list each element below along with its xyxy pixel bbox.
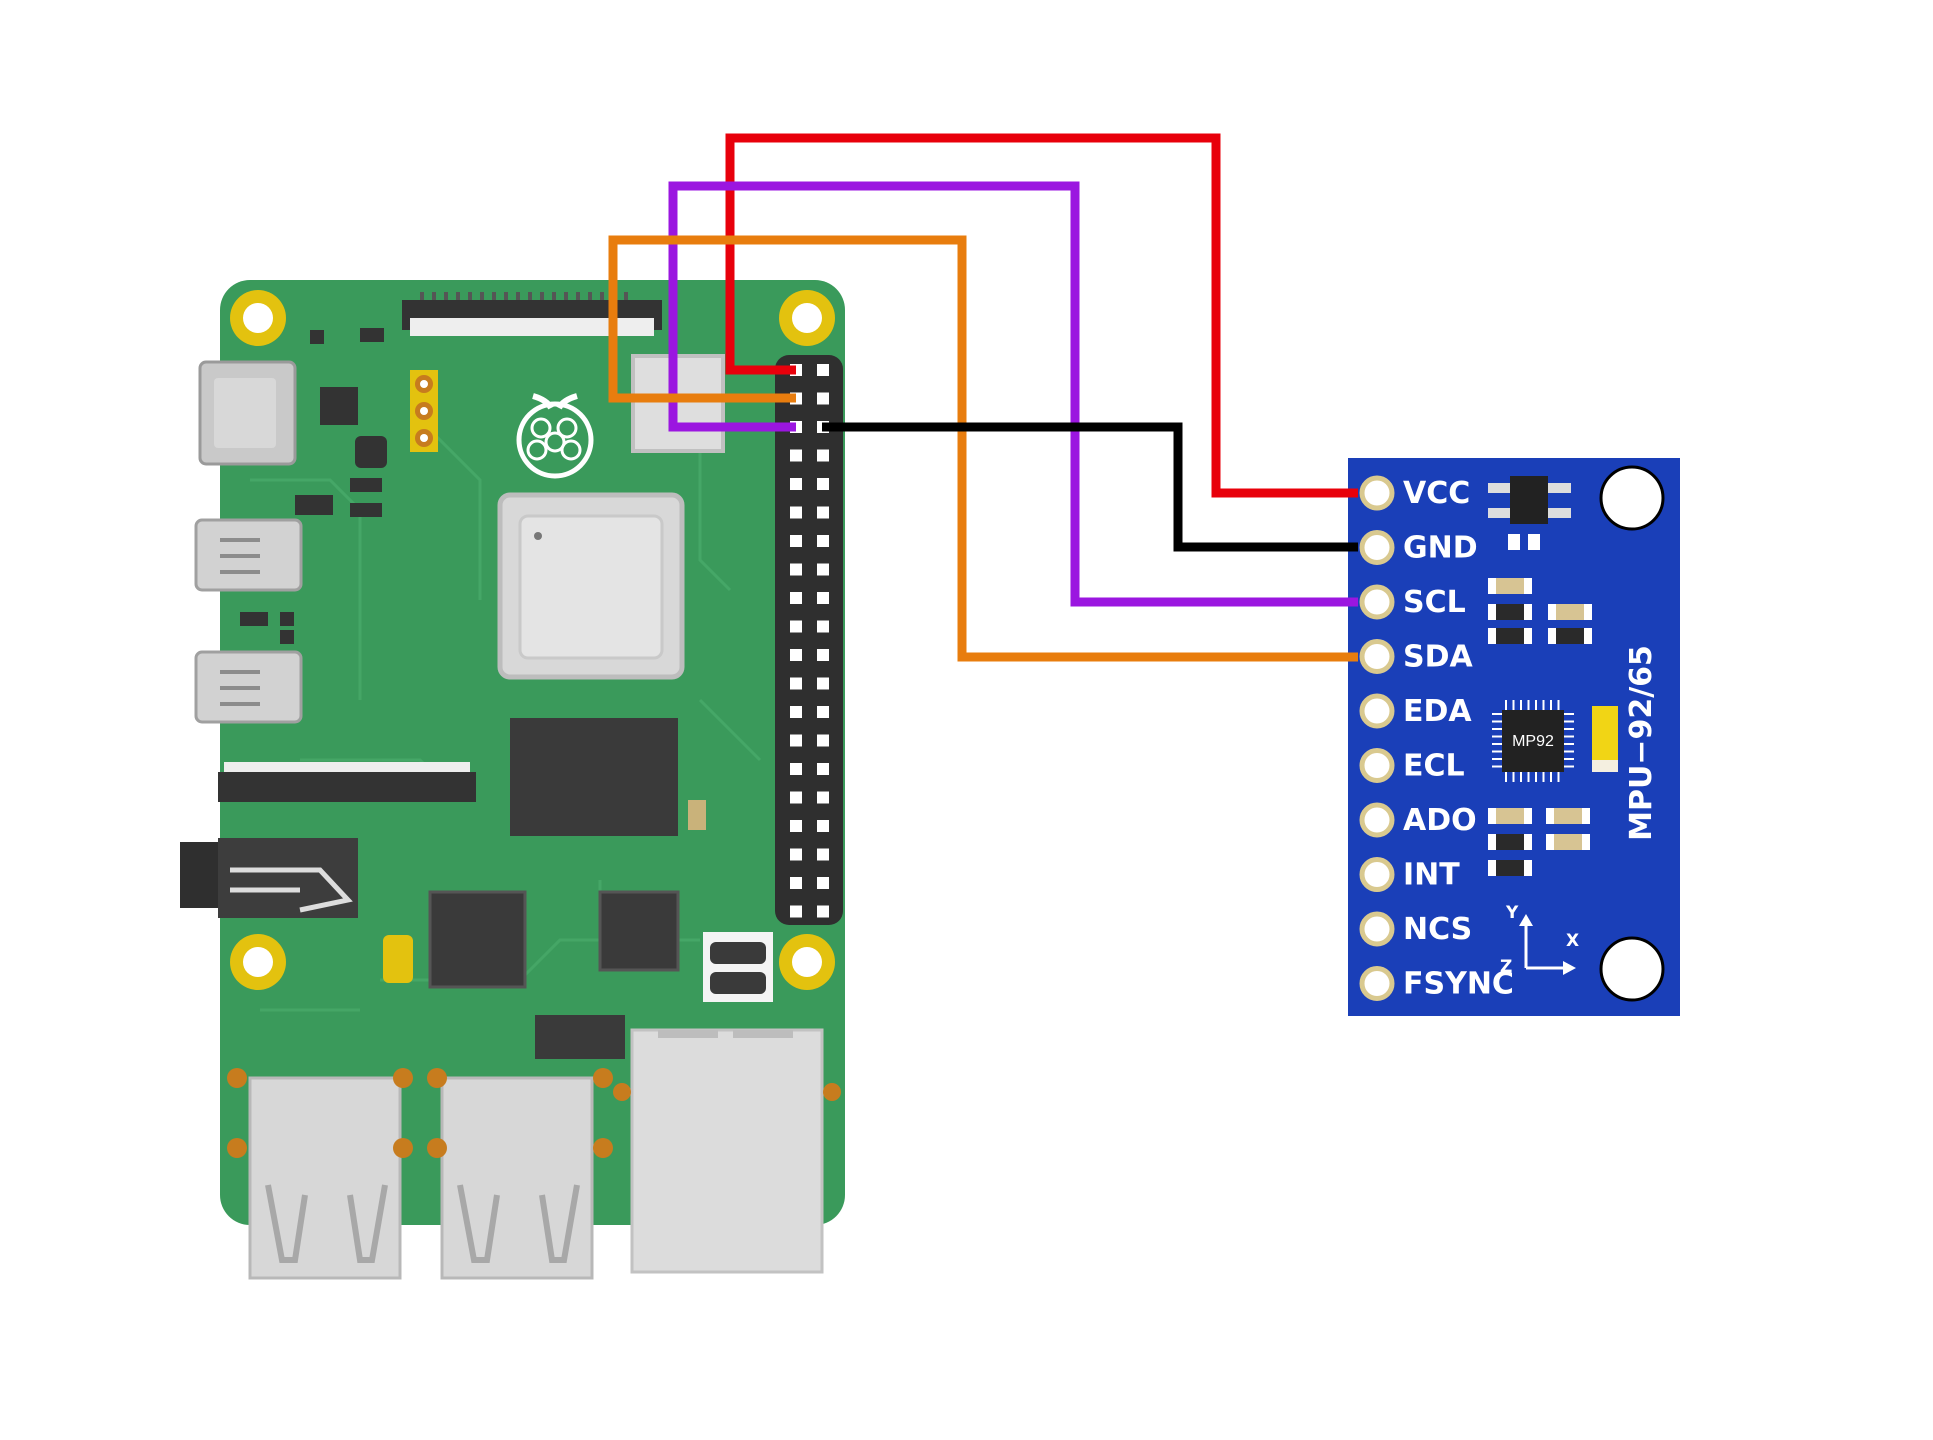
pin-vcc bbox=[1359, 475, 1395, 511]
mpu-mount-hole-top bbox=[1599, 465, 1665, 531]
gpio-pin bbox=[790, 478, 802, 490]
usb-port-1 bbox=[248, 1076, 402, 1280]
pin-ado bbox=[1359, 802, 1395, 838]
gpio-pin bbox=[817, 535, 829, 547]
gpio-pin bbox=[817, 763, 829, 775]
usb-port-2 bbox=[440, 1076, 594, 1280]
pin-scl bbox=[1359, 584, 1395, 620]
camera-connector bbox=[218, 762, 476, 802]
gpio-pin bbox=[817, 791, 829, 804]
gpio-pin bbox=[817, 620, 829, 633]
gpio-pin bbox=[817, 820, 829, 832]
pin-label-int: INT bbox=[1403, 858, 1460, 893]
pin-sda bbox=[1359, 639, 1395, 674]
gpio-pin bbox=[790, 563, 802, 576]
gpio-pin bbox=[790, 592, 802, 604]
smd-components bbox=[240, 328, 387, 644]
gpio-pin bbox=[817, 563, 829, 576]
usb-c-port bbox=[198, 360, 297, 466]
gpio-pin bbox=[790, 877, 802, 889]
micro-hdmi-port-2 bbox=[194, 650, 303, 724]
mpu-sensor-chip: MP92 bbox=[1492, 700, 1574, 782]
gpio-pin bbox=[817, 677, 829, 690]
pin-label-scl: SCL bbox=[1403, 585, 1466, 620]
gpio-pin bbox=[790, 820, 802, 832]
pin-label-sda: SDA bbox=[1403, 640, 1474, 675]
soc-chip bbox=[497, 492, 685, 680]
axes-indicator-icon: Y X Z bbox=[1500, 903, 1579, 977]
mpu-pin-list: VCC GND SCL SDA EDA ECL ADO INT NCS FSYNC bbox=[1359, 475, 1514, 1002]
gpio-pin bbox=[817, 592, 829, 604]
pin-label-ado: ADO bbox=[1403, 803, 1477, 838]
gpio-pin bbox=[790, 791, 802, 804]
pin-label-ecl: ECL bbox=[1403, 749, 1465, 784]
wifi-module bbox=[631, 354, 725, 453]
gpio-pin bbox=[817, 392, 829, 405]
gpio-pin bbox=[790, 506, 802, 519]
gpio-pin bbox=[817, 877, 829, 889]
pin-int bbox=[1359, 857, 1395, 892]
gpio-pin bbox=[817, 478, 829, 490]
gpio-pin bbox=[817, 449, 829, 462]
pin-fsync bbox=[1359, 966, 1395, 1001]
gpio-pin bbox=[790, 535, 802, 547]
gpio-pin bbox=[790, 905, 802, 918]
red-wire bbox=[725, 133, 1358, 498]
gpio-pin bbox=[790, 649, 802, 661]
mpu-mount-hole-bottom bbox=[1599, 936, 1665, 1002]
module-title: MPU−92/65 bbox=[1624, 645, 1659, 841]
gpio-pin bbox=[790, 620, 802, 633]
pin-label-fsync: FSYNC bbox=[1403, 967, 1514, 1002]
mpu-module: VCC GND SCL SDA EDA ECL ADO INT NCS FSYNC bbox=[1348, 458, 1680, 1016]
pin-label-ncs: NCS bbox=[1403, 912, 1472, 947]
gpio-pin bbox=[790, 734, 802, 747]
axis-x-label: X bbox=[1566, 931, 1579, 951]
wire-group bbox=[608, 133, 1358, 662]
port-solder-pads bbox=[227, 1068, 841, 1158]
gpio-pin bbox=[817, 734, 829, 747]
pin-gnd bbox=[1359, 530, 1395, 565]
gpio-header bbox=[775, 355, 843, 925]
pin-label-gnd: GND bbox=[1403, 531, 1478, 566]
gpio-pin bbox=[817, 706, 829, 718]
pin-eda bbox=[1359, 693, 1395, 729]
raspberry-logo-icon bbox=[516, 393, 594, 479]
gpio-pin bbox=[790, 449, 802, 462]
gpio-pin bbox=[790, 706, 802, 718]
ram-chip bbox=[510, 718, 678, 836]
voltage-regulator bbox=[1488, 476, 1571, 550]
tantalum-capacitor bbox=[1592, 706, 1618, 772]
ethernet-port bbox=[630, 1028, 824, 1274]
gpio-pin bbox=[790, 677, 802, 690]
gpio-pin bbox=[790, 763, 802, 775]
pi-mount-holes bbox=[230, 290, 835, 990]
audio-jack bbox=[180, 838, 358, 918]
usb-controller-chip bbox=[428, 890, 527, 989]
raspberry-pi-board bbox=[180, 280, 845, 1280]
poe-header bbox=[703, 932, 773, 1002]
purple-wire bbox=[668, 181, 1358, 607]
orange-wire bbox=[608, 235, 1358, 662]
eth-controller-chip bbox=[598, 890, 680, 972]
gpio-pin bbox=[817, 364, 829, 376]
gpio-pin bbox=[817, 848, 829, 861]
black-wire bbox=[822, 422, 1358, 552]
micro-hdmi-port-1 bbox=[194, 518, 303, 592]
axis-z-label: Z bbox=[1500, 957, 1512, 977]
gpio-pin bbox=[817, 649, 829, 661]
gpio-pin bbox=[790, 848, 802, 861]
pin-ncs bbox=[1359, 911, 1395, 947]
pin-ecl bbox=[1359, 748, 1395, 783]
pin-label-vcc: VCC bbox=[1403, 476, 1470, 511]
led-column bbox=[410, 370, 438, 452]
axis-y-label: Y bbox=[1505, 903, 1519, 923]
gpio-pin bbox=[817, 506, 829, 519]
mpu-passives bbox=[1488, 578, 1592, 876]
gpio-pin bbox=[817, 905, 829, 918]
display-connector bbox=[402, 292, 662, 336]
chip-label: MP92 bbox=[1512, 733, 1554, 750]
pin-label-eda: EDA bbox=[1403, 694, 1472, 729]
